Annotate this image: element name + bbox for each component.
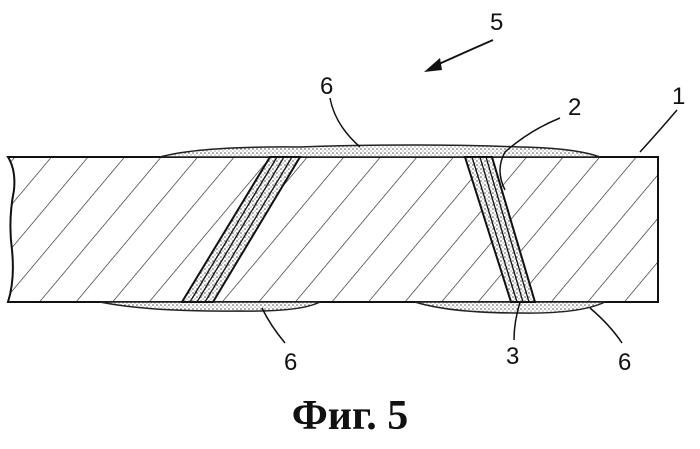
figure-caption: Фиг. 5 <box>0 392 700 440</box>
bottom-coating-right <box>415 302 605 313</box>
bottom-coating-left <box>100 302 320 311</box>
label-channel-wall: 2 <box>568 94 581 121</box>
leader-line-6-bottom-right <box>590 308 622 343</box>
assembly-arrow <box>424 40 493 72</box>
plate-body <box>8 157 658 302</box>
leader-line-1 <box>640 110 677 152</box>
label-assembly: 5 <box>490 9 503 36</box>
leader-line-6-top <box>330 98 360 147</box>
label-plate: 1 <box>672 83 685 110</box>
label-coating-bottom-right: 6 <box>618 349 631 376</box>
label-coating-bottom-left: 6 <box>284 349 297 376</box>
leader-line-6-bottom-left <box>262 308 285 343</box>
label-channel-bottom: 3 <box>506 343 519 370</box>
label-coating-top: 6 <box>320 73 333 100</box>
top-coating-layer <box>160 145 600 157</box>
